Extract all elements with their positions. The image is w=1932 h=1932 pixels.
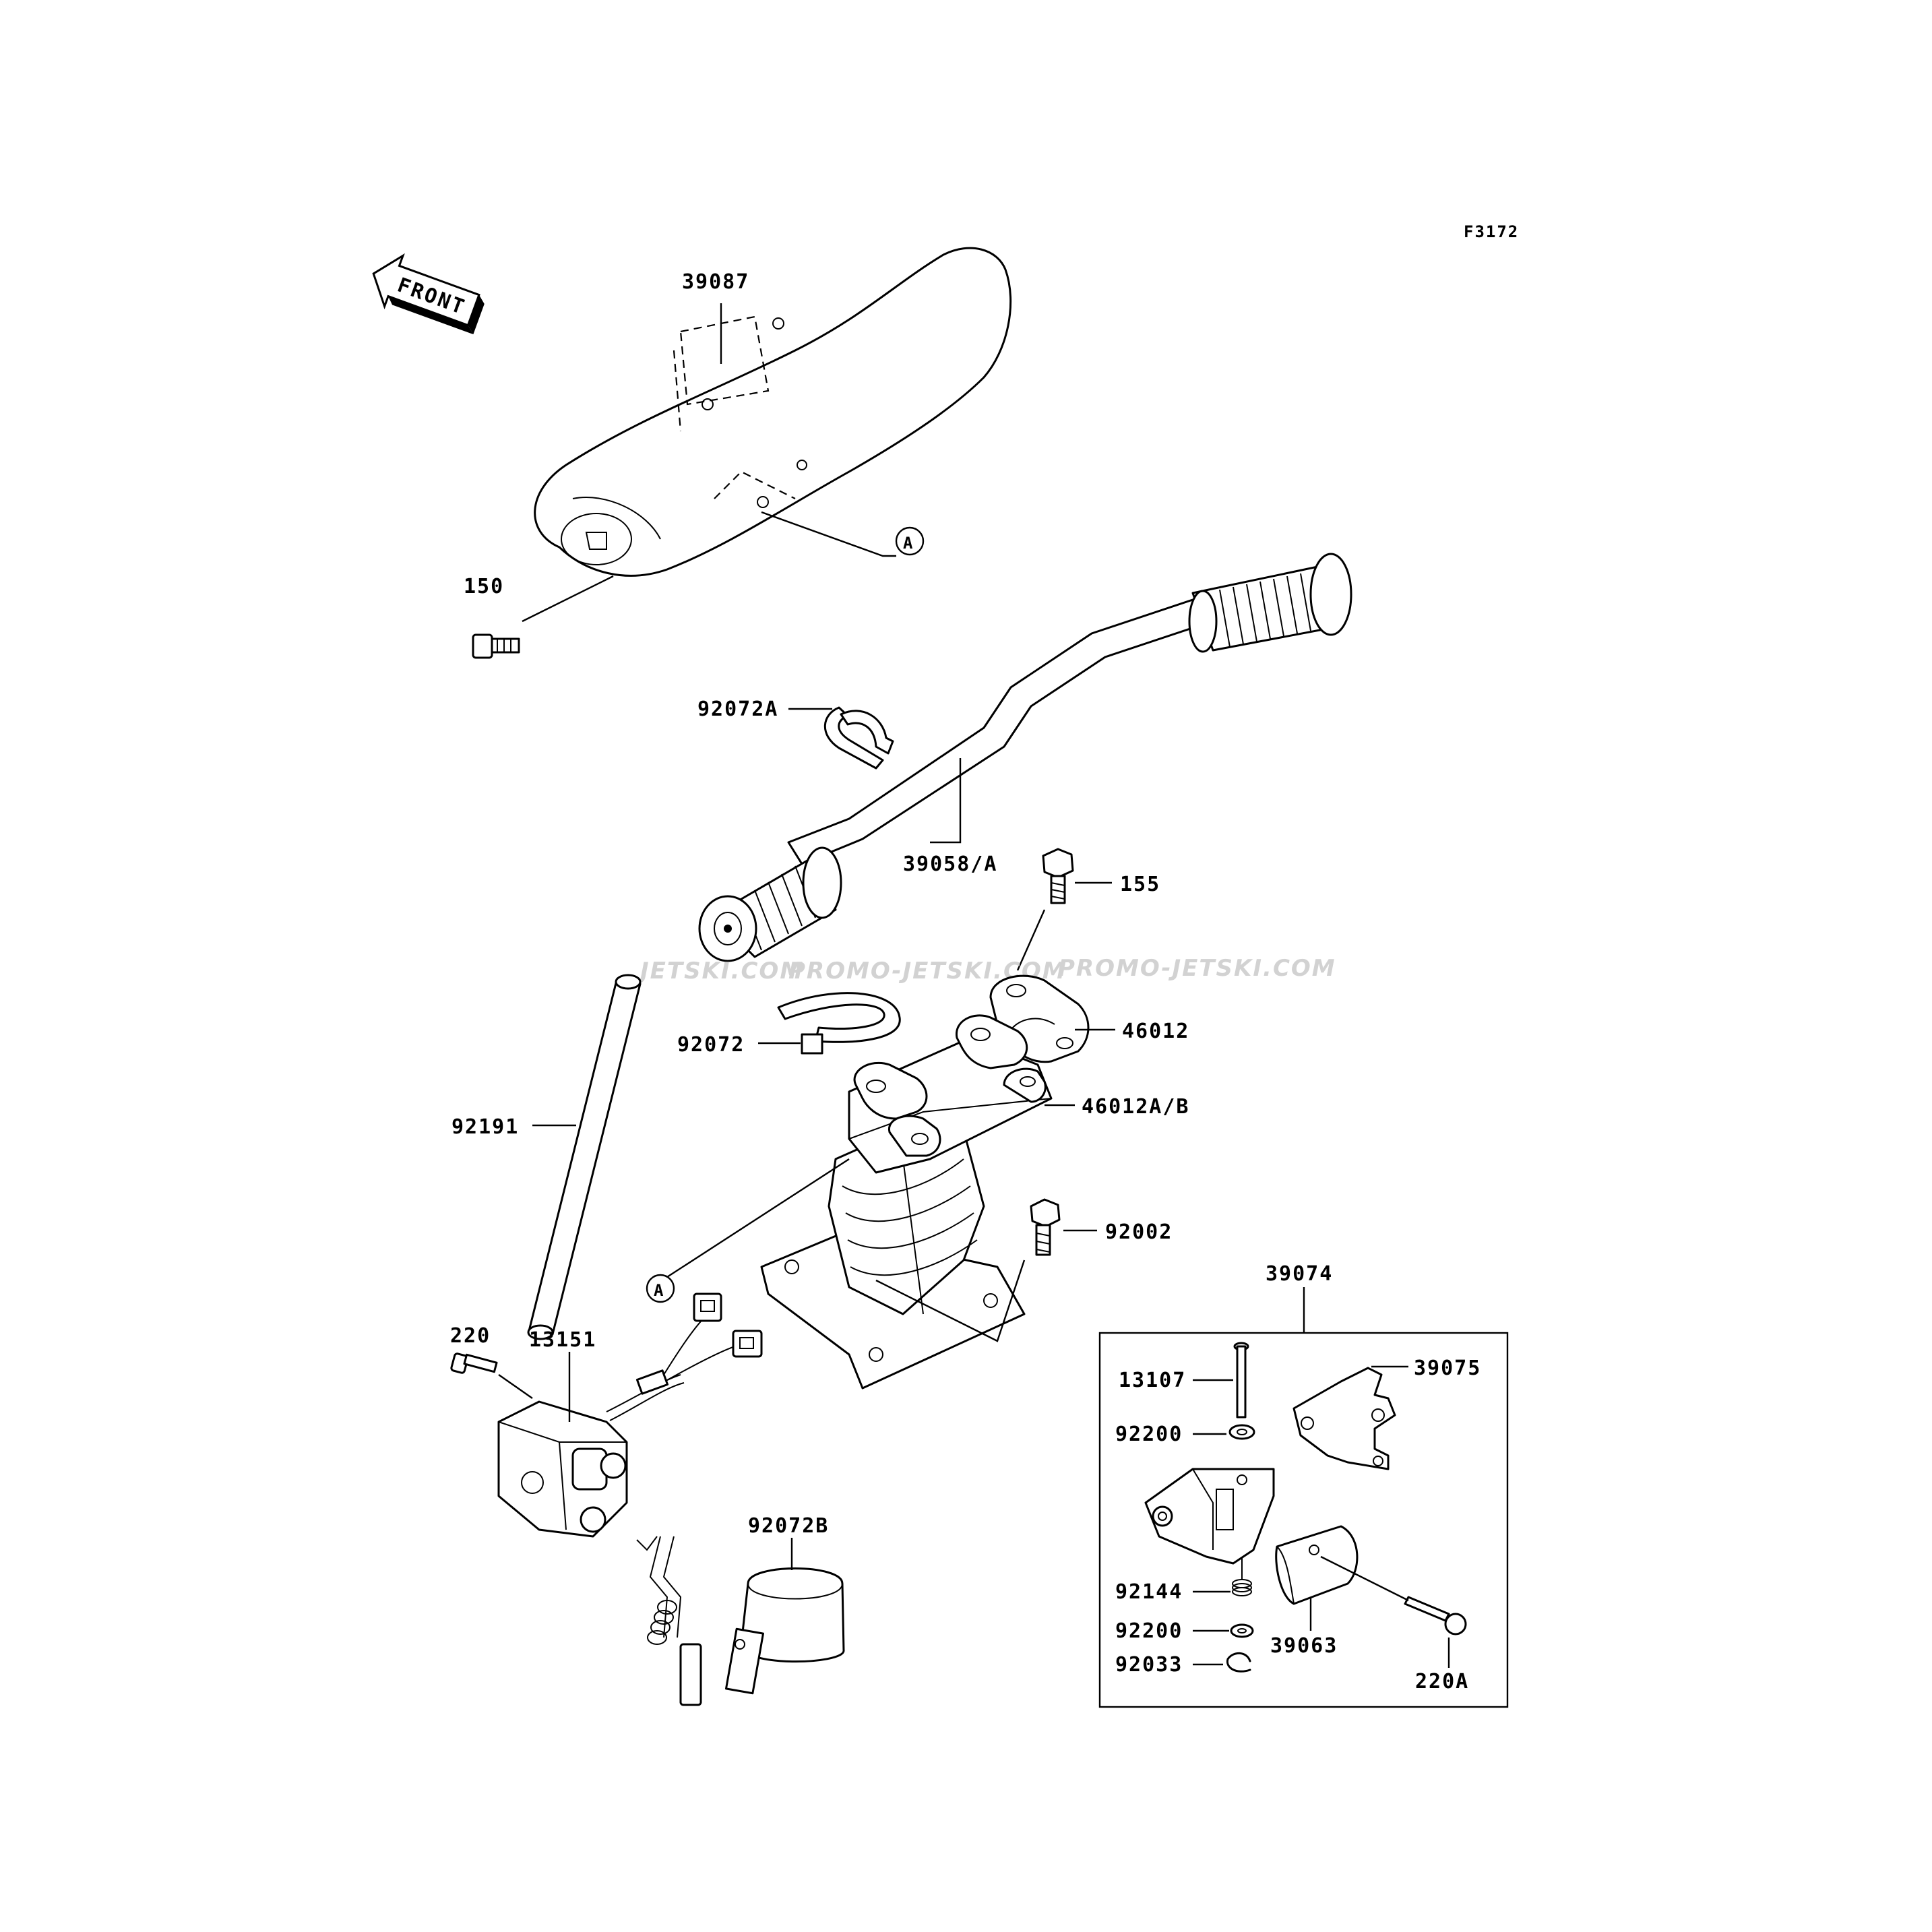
band-92072a bbox=[823, 706, 894, 770]
steering-holder-46012ab bbox=[760, 1014, 1053, 1390]
label-39058-a: 39058/A bbox=[903, 852, 997, 876]
label-46012a-b: 46012A/B bbox=[1082, 1095, 1190, 1119]
callout-a-lower: A bbox=[654, 1281, 664, 1300]
label-92072a: 92072A bbox=[697, 697, 778, 721]
eclip-92033 bbox=[1226, 1652, 1251, 1673]
screw-220a bbox=[1404, 1596, 1467, 1635]
front-direction-arrow-icon: FRONT bbox=[372, 253, 485, 335]
cover-39063 bbox=[1275, 1525, 1359, 1605]
screw-220 bbox=[450, 1352, 498, 1374]
washer-92200-upper bbox=[1228, 1424, 1255, 1440]
label-92200-lower: 92200 bbox=[1115, 1619, 1183, 1643]
kit-39074-box: 39074 13107 92200 39075 bbox=[1098, 1262, 1509, 1708]
lever-39075 bbox=[1292, 1367, 1396, 1470]
label-46012: 46012 bbox=[1122, 1020, 1189, 1043]
washer-92200-lower bbox=[1230, 1623, 1254, 1638]
label-92002: 92002 bbox=[1105, 1220, 1173, 1244]
label-92144: 92144 bbox=[1115, 1580, 1183, 1604]
switch-13151 bbox=[497, 1292, 763, 1538]
callout-a-upper: A bbox=[903, 534, 913, 553]
label-39075: 39075 bbox=[1414, 1357, 1481, 1380]
label-92200-upper: 92200 bbox=[1115, 1423, 1183, 1446]
lanyard-clip-92072b bbox=[636, 1536, 845, 1706]
spring-92144 bbox=[1232, 1557, 1252, 1596]
label-220a: 220A bbox=[1415, 1670, 1469, 1693]
label-92191: 92191 bbox=[451, 1115, 519, 1139]
label-92072b: 92072B bbox=[748, 1514, 829, 1538]
bolt-92002 bbox=[1030, 1198, 1061, 1256]
tube-92191 bbox=[527, 974, 642, 1340]
kit-39074-label: 39074 bbox=[1266, 1262, 1333, 1286]
bolt-155 bbox=[1042, 848, 1074, 904]
label-92072: 92072 bbox=[677, 1033, 745, 1057]
label-155: 155 bbox=[1120, 873, 1160, 896]
bolt-150 bbox=[472, 633, 520, 659]
label-150: 150 bbox=[464, 575, 504, 598]
figure-code: F3172 bbox=[1464, 222, 1519, 241]
label-39087: 39087 bbox=[682, 270, 749, 294]
watermark-right: PROMO-JETSKI.COM bbox=[1058, 955, 1336, 982]
band-92072 bbox=[777, 992, 901, 1055]
label-13151: 13151 bbox=[529, 1328, 596, 1352]
label-92033: 92033 bbox=[1115, 1653, 1183, 1677]
handlebar-39058 bbox=[698, 553, 1352, 962]
label-39063: 39063 bbox=[1270, 1634, 1338, 1658]
watermark-left: JETSKI.COM bbox=[636, 958, 804, 985]
throttle-housing bbox=[1144, 1468, 1275, 1565]
label-13107: 13107 bbox=[1119, 1369, 1186, 1392]
handlebar-cover-39087 bbox=[534, 247, 1012, 577]
pin-13107 bbox=[1233, 1342, 1249, 1419]
label-220: 220 bbox=[450, 1324, 491, 1348]
